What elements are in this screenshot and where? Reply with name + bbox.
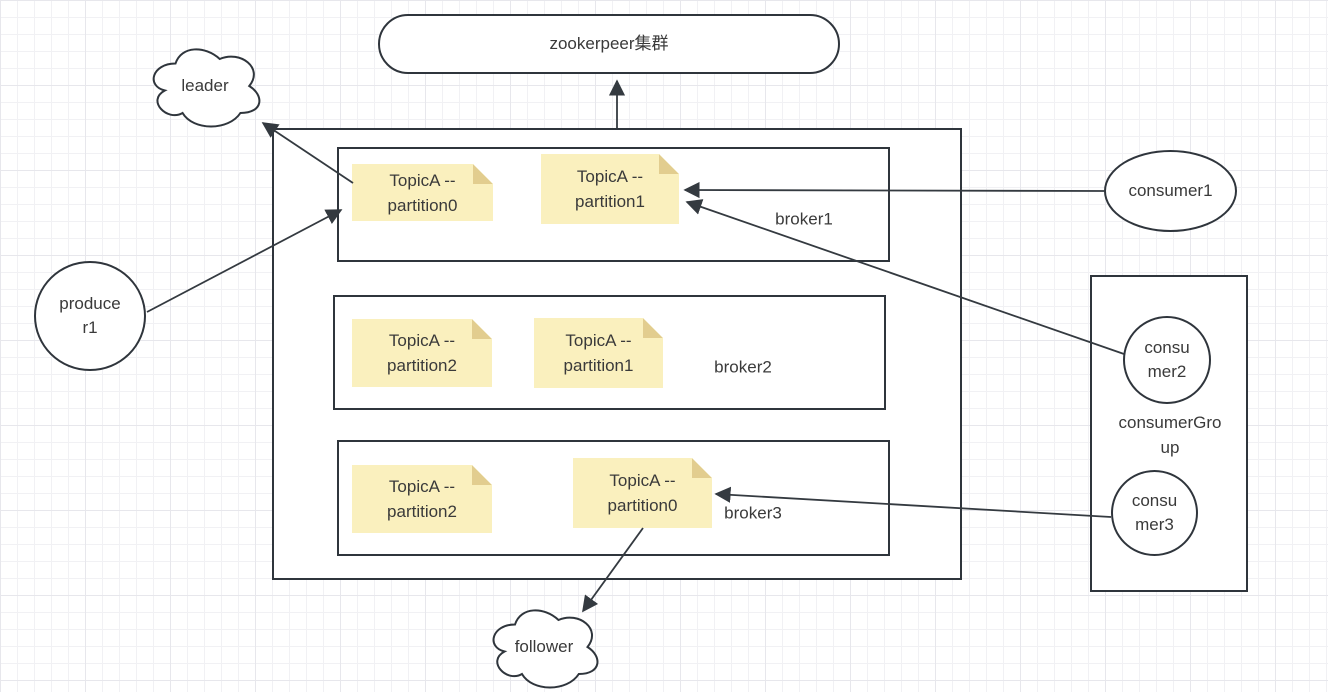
broker3-partition0-note[interactable]: TopicA -- partition0	[573, 458, 712, 528]
partition-label: TopicA -- partition1	[575, 167, 645, 211]
broker1-label: broker1	[775, 209, 833, 229]
broker2-partition2-note[interactable]: TopicA -- partition2	[352, 319, 492, 387]
consumer2-label: consu mer2	[1144, 338, 1190, 381]
partition-label: TopicA -- partition0	[387, 170, 458, 215]
consumer1-node[interactable]: consumer1	[1104, 150, 1237, 232]
partition-label: TopicA -- partition0	[607, 471, 678, 515]
partition-label: TopicA -- partition2	[387, 477, 457, 521]
partition-label: TopicA -- partition2	[387, 331, 457, 375]
zookeeper-cluster-label: zookerpeer集群	[549, 34, 669, 53]
zookeeper-cluster-node[interactable]: zookerpeer集群	[378, 14, 840, 74]
producer1-label: produce r1	[59, 294, 121, 337]
consumer1-label: consumer1	[1128, 181, 1213, 200]
broker1-partition0-note[interactable]: TopicA -- partition0	[352, 164, 493, 221]
cloud-shape-icon	[146, 41, 264, 131]
consumer3-label: consu mer3	[1131, 491, 1178, 534]
partition-label: TopicA -- partition1	[563, 331, 634, 375]
consumer2-node[interactable]: consu mer2	[1123, 316, 1211, 404]
broker1-partition1-note[interactable]: TopicA -- partition1	[541, 154, 679, 224]
follower-cloud-label: follower	[514, 637, 574, 656]
consumer-group-label: consumerGro up	[1118, 413, 1222, 457]
broker2-label: broker2	[714, 357, 772, 377]
leader-cloud-label: leader	[181, 76, 229, 95]
leader-cloud-node[interactable]: leader	[146, 41, 264, 131]
broker3-partition2-note[interactable]: TopicA -- partition2	[352, 465, 492, 533]
broker2-partition1-note[interactable]: TopicA -- partition1	[534, 318, 663, 388]
cloud-shape-icon	[486, 602, 602, 692]
consumer3-node[interactable]: consu mer3	[1111, 470, 1198, 556]
broker3-label: broker3	[724, 503, 782, 523]
follower-cloud-node[interactable]: follower	[486, 602, 602, 692]
producer1-node[interactable]: produce r1	[34, 261, 146, 371]
